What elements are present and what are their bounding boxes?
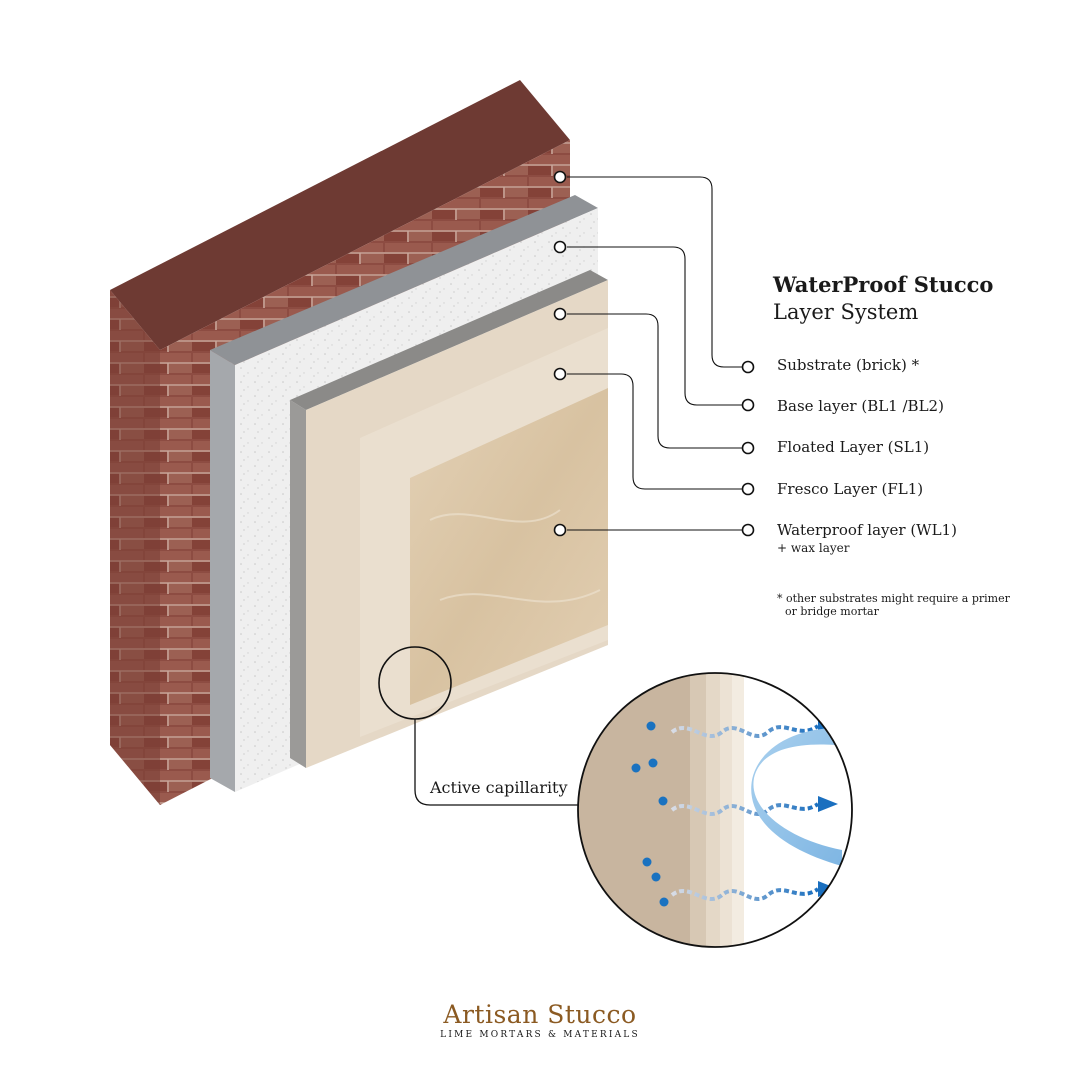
footnote-line-1: * other substrates might require a prime… — [777, 592, 1010, 605]
legend-waterproof-layer: Waterproof layer (WL1) — [777, 521, 957, 539]
brand-tagline: LIME MORTARS & MATERIALS — [440, 1030, 640, 1040]
vapor-arrows — [670, 724, 820, 902]
waterproof-layer-legend-dot — [741, 523, 755, 537]
substrate-marker — [553, 170, 567, 184]
legend-substrate: Substrate (brick) * — [777, 356, 920, 374]
base-layer-legend-dot — [741, 398, 755, 412]
substrate-legend-dot — [741, 360, 755, 374]
legend-base-layer: Base layer (BL1 /BL2) — [777, 397, 944, 415]
legend-waterproof-sublabel: + wax layer — [777, 541, 850, 555]
fresco-layer-marker — [553, 367, 567, 381]
brand-logo-name: Artisan Stucco — [443, 1000, 637, 1029]
floated-layer-marker — [553, 307, 567, 321]
water-droplets — [631, 721, 669, 907]
waterproof-layer-marker — [553, 523, 567, 537]
capillarity-label: Active capillarity — [430, 778, 568, 797]
floated-layer-legend-dot — [741, 441, 755, 455]
footnote-line-2: or bridge mortar — [785, 605, 879, 618]
diagram-subtitle: Layer System — [773, 300, 919, 324]
base-layer-marker — [553, 240, 567, 254]
leader-endpoints — [553, 170, 755, 537]
fresco-layer-legend-dot — [741, 482, 755, 496]
magnifier-outline — [577, 672, 853, 948]
rain-deflection-ribbon — [751, 728, 842, 866]
legend-floated-layer: Floated Layer (SL1) — [777, 438, 930, 456]
waterproof-layer — [410, 388, 608, 705]
callout-leader-line — [414, 719, 580, 806]
legend-fresco-layer: Fresco Layer (FL1) — [777, 480, 924, 498]
leader-lines — [567, 176, 742, 531]
diagram-title: WaterProof Stucco — [773, 272, 994, 297]
capillarity-magnifier — [577, 672, 853, 948]
